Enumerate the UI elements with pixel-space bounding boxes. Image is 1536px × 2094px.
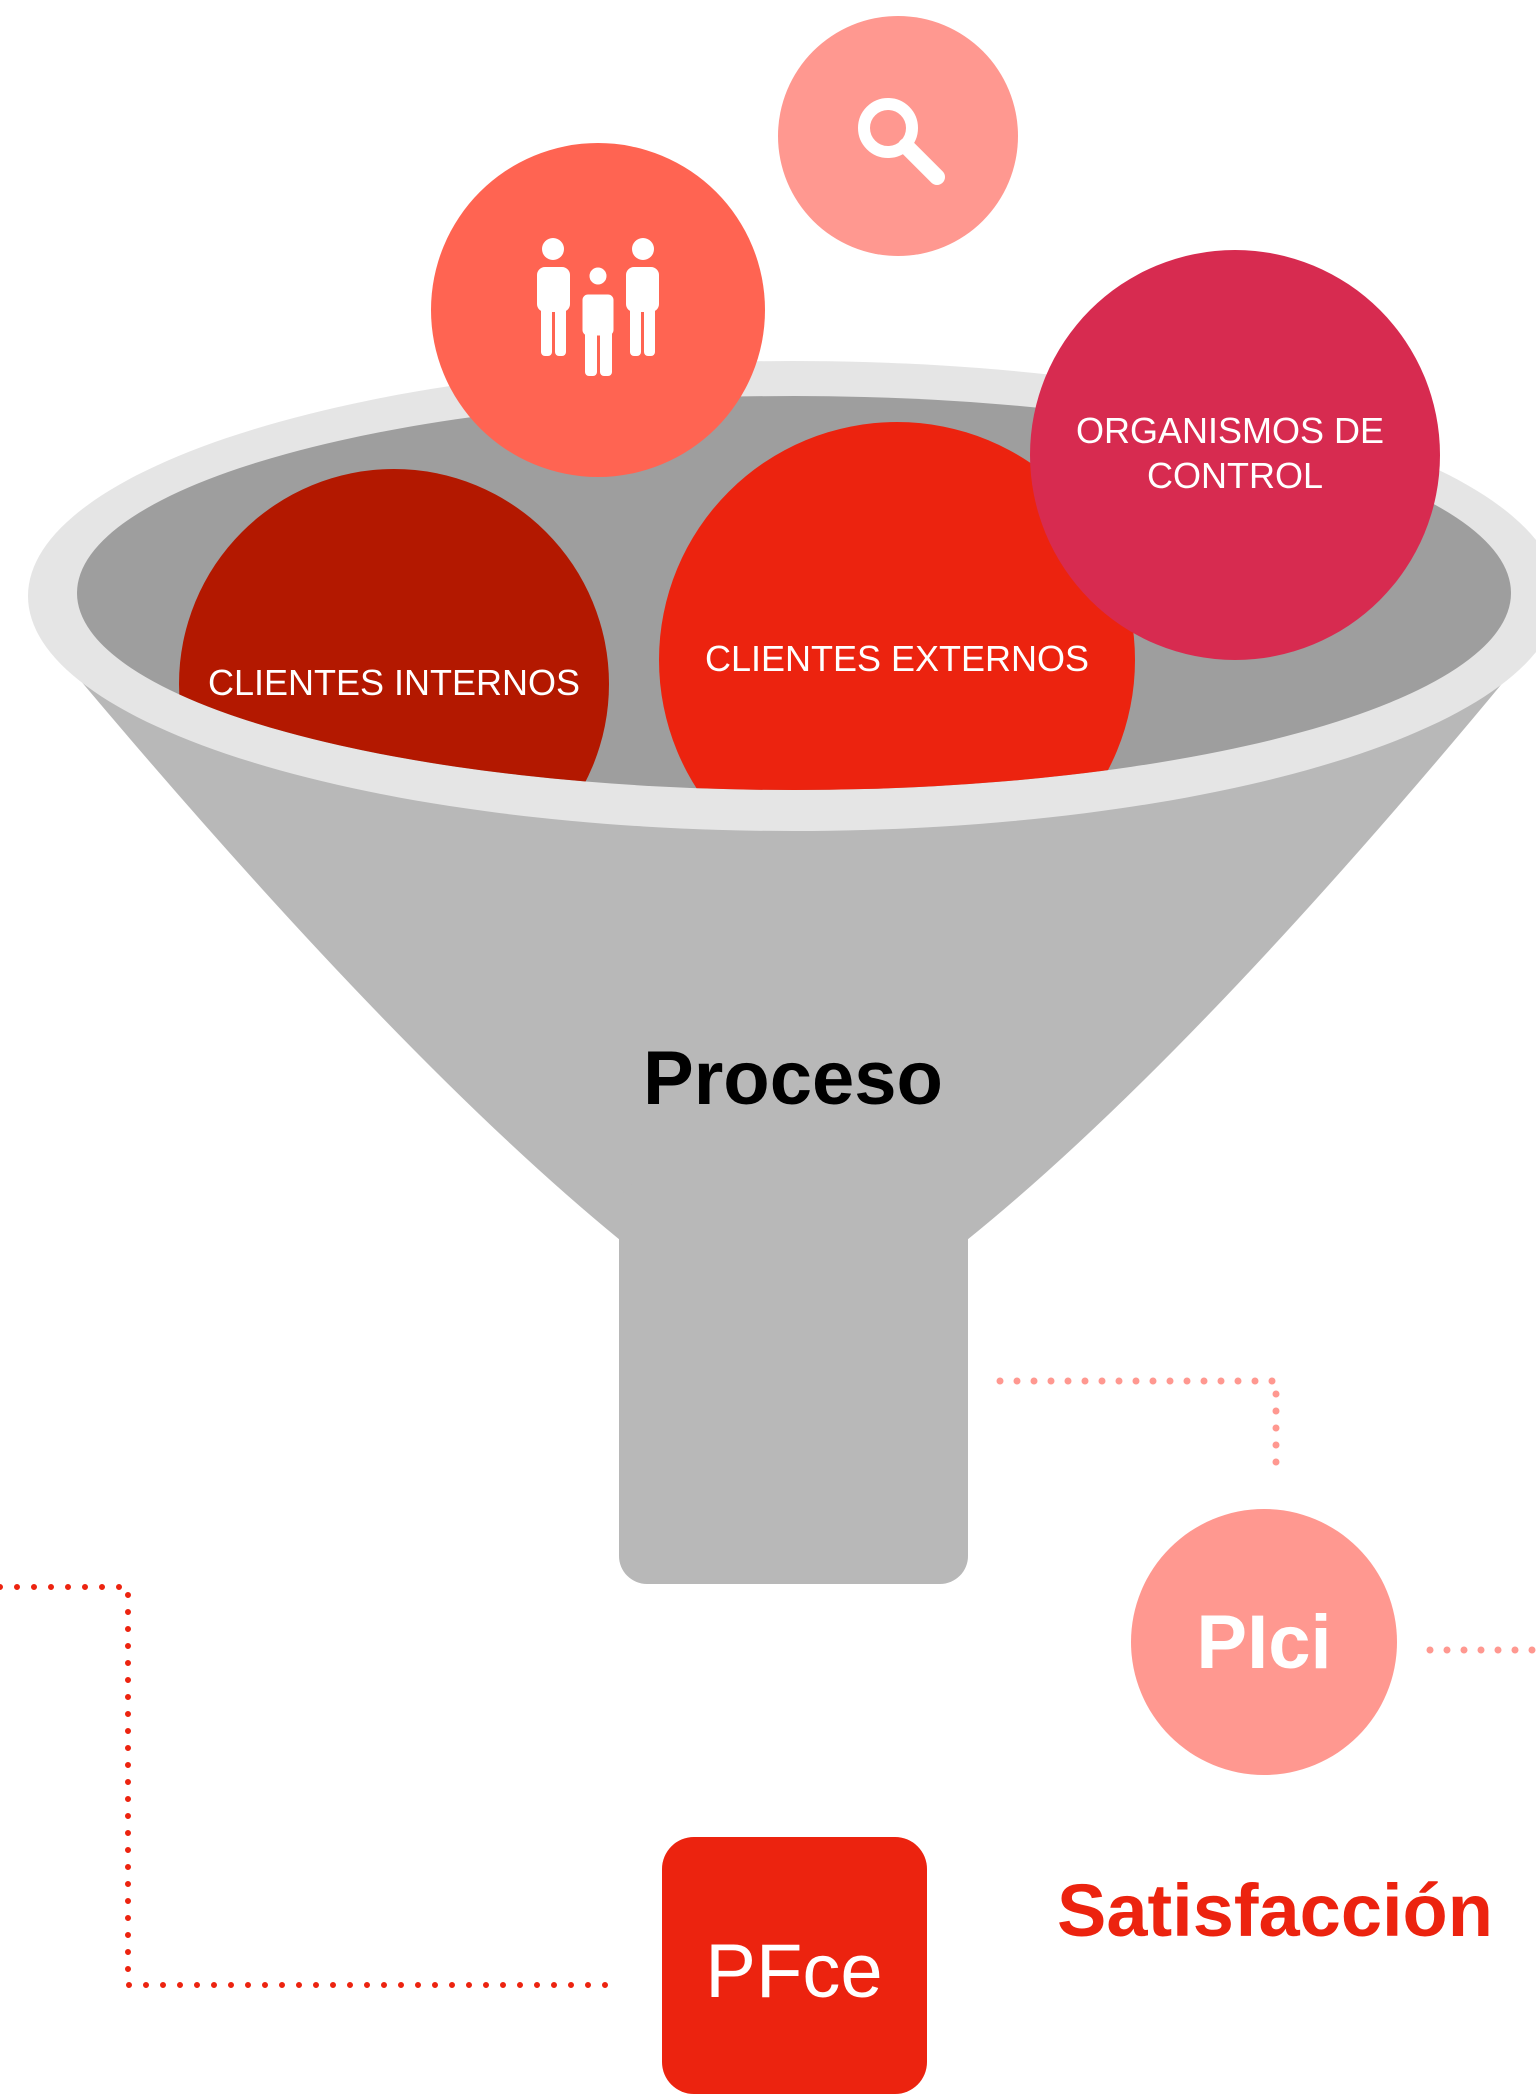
pfce-label: PFce (705, 1929, 882, 2014)
funnel-cone (80, 680, 1505, 1240)
search-circle (778, 16, 1018, 256)
connector-funnel-to-plci (996, 1377, 1280, 1474)
external-clients-circle (659, 422, 1135, 790)
control-bodies-label-line1: ORGANISMOS DE (1076, 410, 1384, 451)
pfce-box (662, 1837, 927, 2094)
plci-circle (1131, 1509, 1397, 1775)
process-label: Proceso (643, 1036, 943, 1121)
satisfaction-label: Satisfacción (1057, 1869, 1493, 1952)
funnel-spout (619, 1180, 968, 1584)
magnifier-icon (858, 98, 945, 185)
internal-clients-label: CLIENTES INTERNOS (208, 662, 580, 703)
control-bodies-label-line2: CONTROL (1147, 455, 1323, 496)
internal-clients-circle (179, 469, 609, 790)
control-bodies-circle (1030, 250, 1440, 660)
connector-left-to-pfce (0, 1584, 613, 1988)
external-clients-label: CLIENTES EXTERNOS (705, 638, 1089, 679)
plci-label: PIci (1196, 1600, 1331, 1685)
control-bodies-label: ORGANISMOS DE CONTROL (1076, 410, 1394, 496)
people-group-icon (537, 238, 659, 376)
